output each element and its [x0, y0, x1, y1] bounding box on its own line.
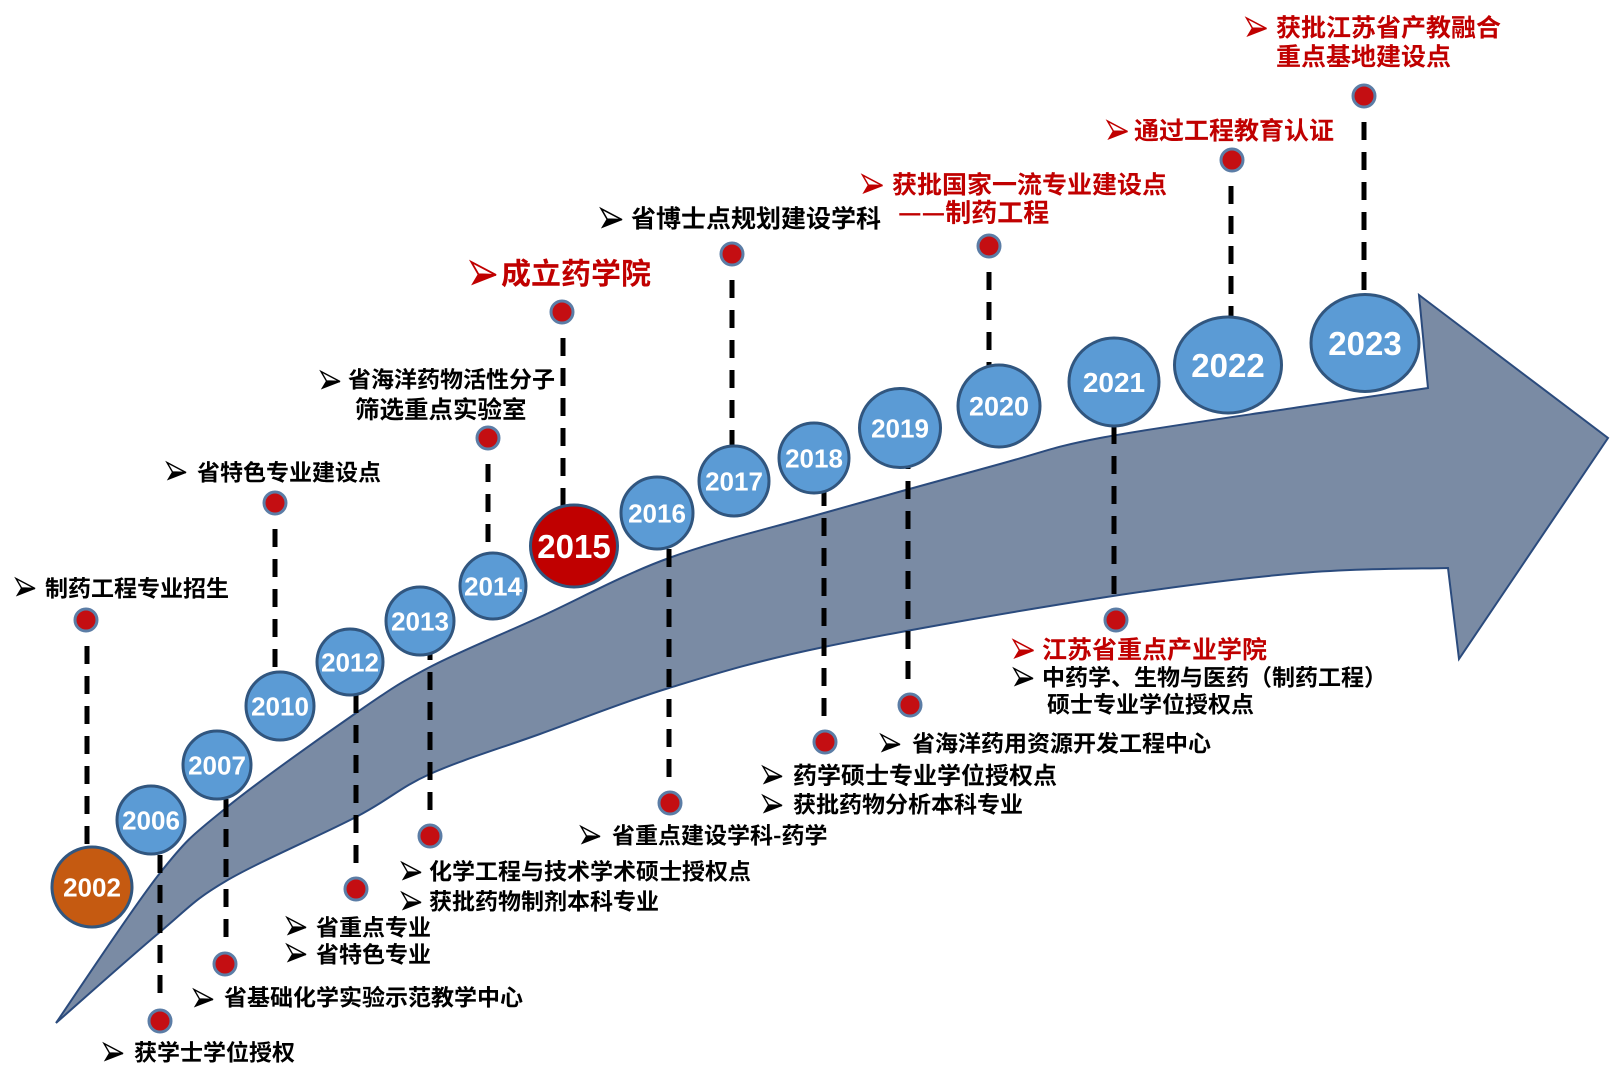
svg-text:2023: 2023: [1328, 325, 1401, 362]
svg-text:2006: 2006: [122, 805, 180, 835]
svg-text:2017: 2017: [705, 466, 763, 496]
svg-text:2007: 2007: [188, 750, 246, 780]
svg-text:2014: 2014: [464, 571, 522, 601]
svg-text:2016: 2016: [628, 498, 686, 528]
svg-text:2018: 2018: [785, 443, 843, 473]
svg-text:2012: 2012: [321, 647, 379, 677]
svg-text:2022: 2022: [1191, 347, 1264, 384]
svg-text:2013: 2013: [391, 606, 449, 636]
svg-text:2021: 2021: [1083, 367, 1145, 398]
svg-text:2019: 2019: [871, 413, 929, 443]
svg-text:2010: 2010: [251, 691, 309, 721]
svg-text:2002: 2002: [63, 872, 121, 902]
svg-text:2020: 2020: [969, 392, 1029, 422]
svg-text:2015: 2015: [537, 528, 610, 565]
